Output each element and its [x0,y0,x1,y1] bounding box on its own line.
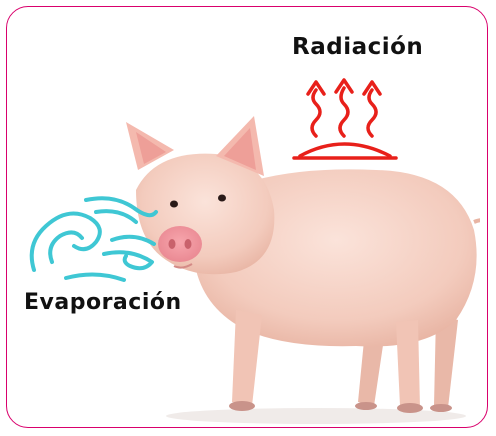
evaporation-waves-icon [26,192,160,288]
radiation-label: Radiación [292,34,423,60]
evaporation-label: Evaporación [24,290,182,315]
radiation-heat-waves-icon [292,74,398,166]
